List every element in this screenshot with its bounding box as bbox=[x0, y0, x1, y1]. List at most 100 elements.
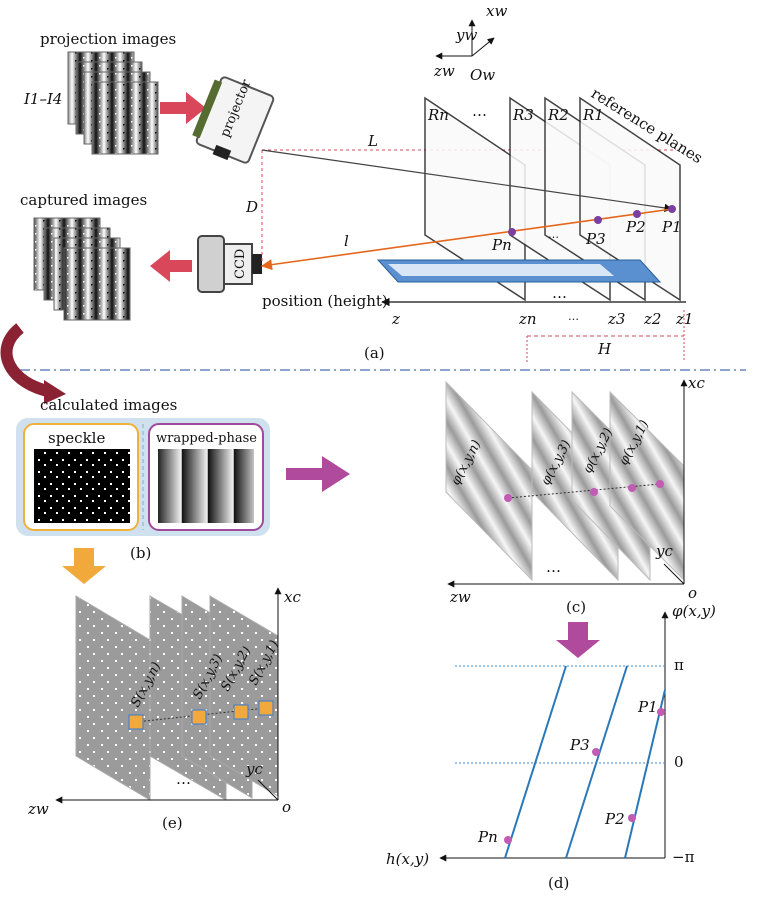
r2-label: R2 bbox=[547, 106, 569, 124]
d-point-p2 bbox=[628, 814, 636, 822]
ccd-camera: CCD bbox=[197, 235, 262, 293]
dots-e: … bbox=[176, 770, 191, 788]
point-p1 bbox=[668, 205, 676, 213]
world-axes bbox=[435, 19, 495, 60]
speckle-patch-2 bbox=[233, 704, 249, 720]
d-p2-label: P2 bbox=[604, 810, 625, 828]
panel-b-label: (b) bbox=[130, 544, 151, 562]
phase-link-line bbox=[507, 483, 661, 499]
yc-label-e: yc bbox=[245, 760, 263, 778]
phase-line-3 bbox=[624, 689, 666, 859]
panel-e-label: (e) bbox=[162, 814, 183, 832]
speckle-patch-3 bbox=[191, 709, 207, 725]
phase-point-1 bbox=[656, 480, 664, 488]
speckle-patch-n bbox=[128, 714, 144, 730]
d-point-p3 bbox=[592, 748, 600, 756]
phase-point-n bbox=[504, 494, 512, 502]
arrow-to-c bbox=[286, 456, 350, 492]
o-label-e: o bbox=[282, 798, 291, 816]
panel-a: projection images I1–I4 projector captur… bbox=[20, 2, 706, 362]
point-p2 bbox=[633, 210, 641, 218]
zw-label-e: zw bbox=[27, 800, 49, 818]
panel-d: Pn P3 P2 P1 φ(x,y) h(x,y) π 0 −π (d) bbox=[386, 602, 716, 892]
point-pn bbox=[508, 228, 516, 236]
zw-label-c: zw bbox=[449, 588, 471, 606]
h-axis-label: h(x,y) bbox=[386, 850, 429, 868]
p1-label: P1 bbox=[661, 218, 682, 236]
phase-point-2 bbox=[628, 484, 636, 492]
pi-label: π bbox=[674, 656, 684, 674]
phase-point-3 bbox=[590, 488, 598, 496]
r1-label: R1 bbox=[582, 106, 604, 124]
xc-label-e: xc bbox=[284, 588, 301, 606]
phase-line-2 bbox=[565, 665, 628, 859]
calculated-images-label: calculated images bbox=[40, 396, 177, 414]
frame-range-label: I1–I4 bbox=[23, 90, 62, 108]
projection-image-stack bbox=[67, 51, 159, 155]
ccd-label: CCD bbox=[233, 249, 248, 279]
point-p3 bbox=[594, 216, 602, 224]
object-stage-top bbox=[388, 264, 614, 276]
ow-label: Ow bbox=[470, 66, 495, 84]
yc-label-c: yc bbox=[655, 542, 673, 560]
curved-arrow-head bbox=[44, 380, 66, 404]
plane-rn bbox=[424, 96, 526, 302]
xc-label-c: xc bbox=[688, 374, 705, 392]
d-label: D bbox=[245, 198, 258, 216]
panel-c: xc yc o zw … φ(x,y,n) φ(x,y,3) φ(x,y,2) … bbox=[445, 374, 705, 616]
d-point-p1 bbox=[657, 708, 665, 716]
z2-label: z2 bbox=[643, 310, 661, 328]
reflected-ray bbox=[260, 208, 673, 271]
projection-arrow bbox=[160, 92, 206, 124]
captured-image-stack bbox=[33, 217, 131, 321]
zw-label-top: zw bbox=[433, 62, 455, 80]
phi-axis-label: φ(x,y) bbox=[672, 602, 716, 620]
yw-label: yw bbox=[455, 26, 477, 44]
speckle-patch-1 bbox=[258, 700, 274, 716]
panel-e: xc yc o zw … S(x,y,n) S(x,y,3) S(x,y,2) … bbox=[27, 587, 301, 832]
speckle-label: speckle bbox=[48, 429, 105, 447]
rn-label: Rn bbox=[427, 106, 449, 124]
phase-plane-n bbox=[445, 380, 533, 582]
dots-axis: … bbox=[552, 284, 567, 302]
o-label-c: o bbox=[688, 584, 697, 602]
zero-label: 0 bbox=[674, 753, 684, 771]
dots-points: … bbox=[548, 228, 559, 241]
dots-z: … bbox=[568, 310, 579, 323]
projection-ray bbox=[261, 149, 673, 213]
p2-label: P2 bbox=[625, 218, 646, 236]
reference-planes bbox=[424, 96, 681, 302]
pn-label: Pn bbox=[491, 236, 512, 254]
projector-device: projector bbox=[192, 76, 275, 164]
dots-planes: … bbox=[472, 102, 487, 120]
wrapped-phase-image bbox=[158, 449, 254, 523]
panel-d-label: (d) bbox=[548, 874, 569, 892]
l-upper-label: L bbox=[367, 132, 378, 150]
h-label: H bbox=[597, 340, 612, 358]
speckle-image bbox=[34, 449, 130, 523]
neg-pi-label: −π bbox=[672, 848, 695, 866]
panel-a-label: (a) bbox=[364, 344, 385, 362]
dots-c: … bbox=[546, 558, 561, 576]
arrow-to-d bbox=[556, 622, 600, 658]
d-pn-label: Pn bbox=[477, 828, 498, 846]
r3-label: R3 bbox=[512, 106, 534, 124]
arrow-to-e bbox=[62, 548, 106, 584]
d-point-pn bbox=[504, 836, 512, 844]
yc-axis-e bbox=[257, 779, 279, 801]
curved-arrow bbox=[0, 323, 54, 398]
d-p1-label: P1 bbox=[637, 698, 658, 716]
l-lower-label: l bbox=[344, 232, 349, 250]
z3-label: z3 bbox=[607, 310, 625, 328]
yc-axis-c bbox=[663, 563, 685, 585]
plane-r1 bbox=[579, 96, 681, 302]
p3-label: P3 bbox=[585, 230, 606, 248]
panel-c-label: (c) bbox=[566, 598, 586, 616]
wrapped-phase-label: wrapped-phase bbox=[156, 431, 257, 446]
phase-line-1 bbox=[504, 665, 567, 859]
projection-images-label: projection images bbox=[40, 30, 176, 48]
xw-label: xw bbox=[486, 2, 507, 20]
d-p3-label: P3 bbox=[569, 736, 590, 754]
panel-b: calculated images speckle wrapped-phase … bbox=[16, 396, 270, 562]
